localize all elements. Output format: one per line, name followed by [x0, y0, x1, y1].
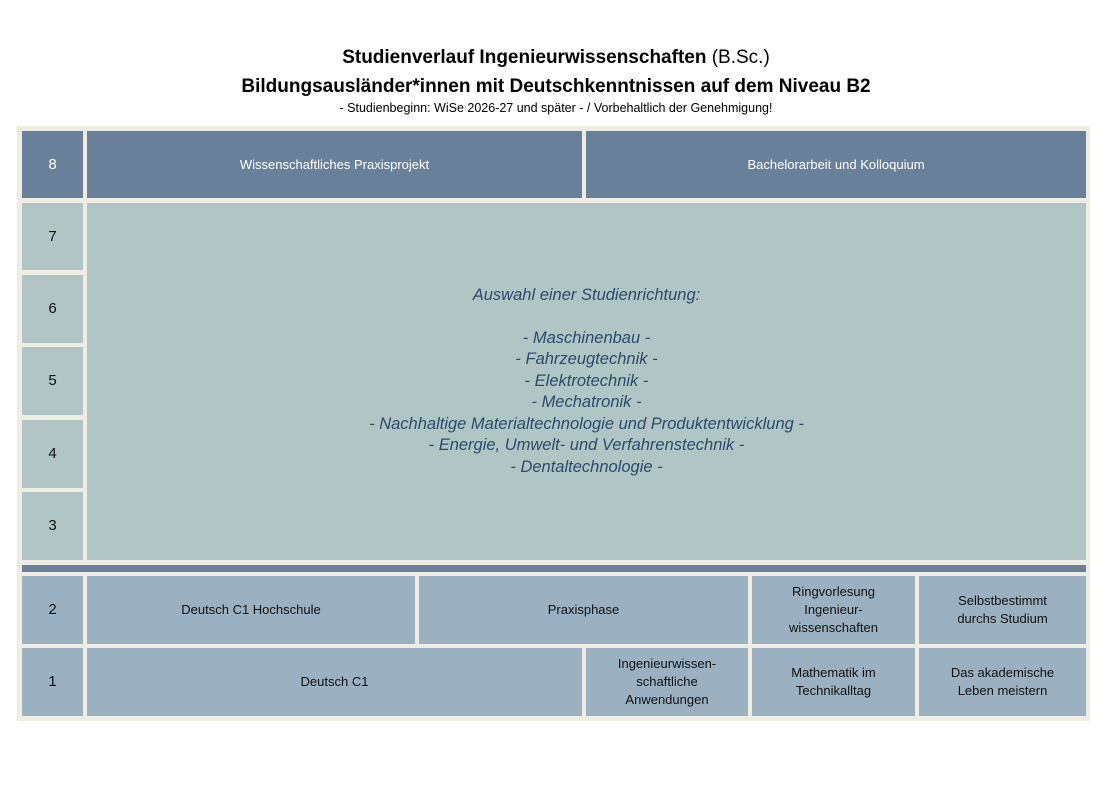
semester-1: 1: [22, 648, 83, 716]
module-selbstbestimmt: Selbstbestimmt durchs Studium: [919, 576, 1086, 644]
title-degree: (B.Sc.): [711, 47, 770, 68]
studienrichtung-item: - Dentaltechnologie -: [510, 457, 663, 476]
studienrichtung-item: - Energie, Umwelt- und Verfahrenstechnik…: [428, 436, 745, 454]
separator-bar: [22, 565, 1086, 572]
semester-4: 4: [22, 420, 83, 488]
semester-3: 3: [22, 492, 83, 560]
studienrichtung-item: - Elektrotechnik -: [524, 371, 649, 390]
module-deutsch-c1: Deutsch C1: [87, 648, 582, 716]
module-deutsch-c1-hochschule: Deutsch C1 Hochschule: [87, 576, 415, 644]
studienrichtung-item: - Fahrzeugtechnik -: [515, 350, 658, 368]
semester-5: 5: [22, 347, 83, 415]
module-ringvorlesung: Ringvorlesung Ingenieur-wissenschaften: [752, 576, 915, 644]
studienrichtung-block: Auswahl einer Studienrichtung: - Maschin…: [87, 203, 1086, 560]
studienrichtung-item: - Nachhaltige Materialtechnologie und Pr…: [369, 414, 804, 433]
module-praxisphase: Praxisphase: [419, 576, 748, 644]
title-line-1: Studienverlauf Ingenieurwissenschaften (…: [0, 47, 1112, 69]
module-ingenieurwissenschaftliche-anwendungen: Ingenieurwissen-schaftliche Anwendungen: [586, 648, 748, 716]
semester-8: 8: [22, 131, 83, 198]
studienrichtung-item: - Maschinenbau -: [522, 328, 651, 347]
semester-2: 2: [22, 576, 83, 644]
module-praxisprojekt: Wissenschaftliches Praxisprojekt: [87, 131, 582, 198]
studienrichtung-item: - Mechatronik -: [531, 393, 642, 411]
studienrichtung-heading: Auswahl einer Studienrichtung:: [472, 286, 701, 304]
module-akademisches-leben: Das akademische Leben meistern: [919, 648, 1086, 716]
module-bachelorarbeit: Bachelorarbeit und Kolloquium: [586, 131, 1086, 198]
semester-7: 7: [22, 203, 83, 270]
title-line-2: Bildungsausländer*innen mit Deutschkennt…: [241, 76, 871, 97]
subtitle: - Studienbeginn: WiSe 2026-27 und später…: [339, 101, 773, 115]
module-mathematik: Mathematik im Technikalltag: [752, 648, 915, 716]
semester-6: 6: [22, 275, 83, 343]
title-main: Studienverlauf Ingenieurwissenschaften: [342, 47, 707, 68]
